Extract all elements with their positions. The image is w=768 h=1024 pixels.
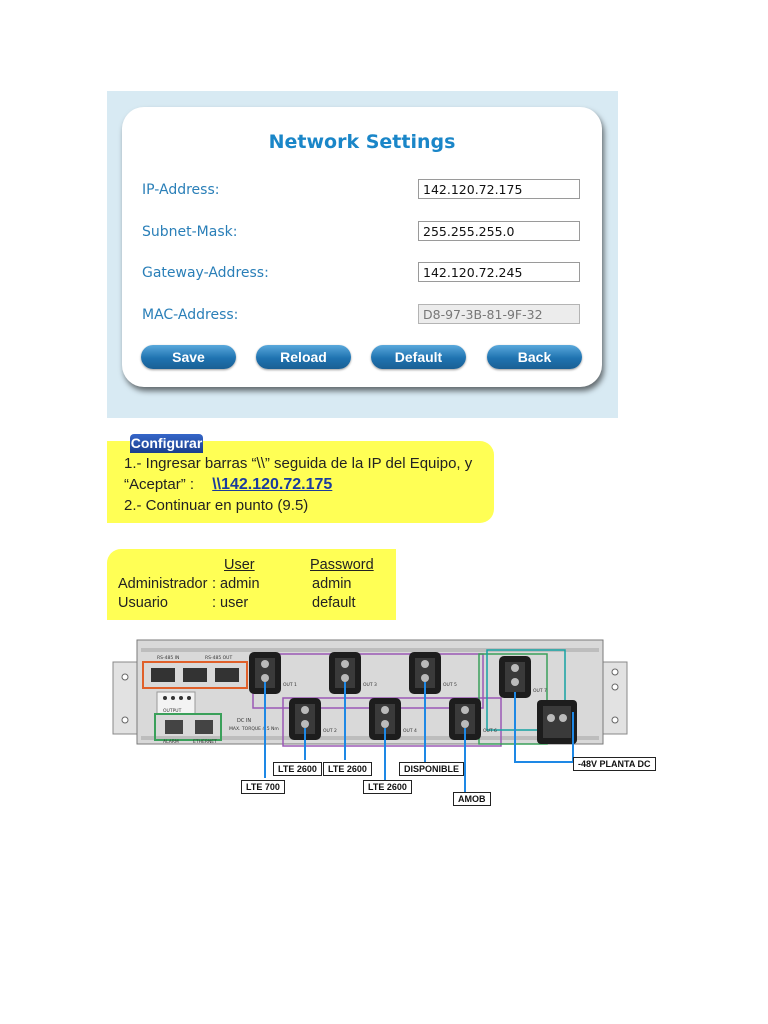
- disponible-label: DISPONIBLE: [399, 762, 465, 776]
- subnet-mask-input[interactable]: 255.255.255.0: [418, 221, 580, 241]
- admin-user: : admin: [212, 576, 260, 592]
- breaker-7: [499, 656, 531, 698]
- rack-unit-illustration: RS-485 IN RS-485 OUT OUTPUT ALARM ETHERN…: [112, 639, 628, 792]
- gateway-address-row: Gateway-Address: 142.120.72.245: [142, 262, 582, 284]
- save-button[interactable]: Save: [141, 345, 236, 369]
- alarm-caption: ALARM: [163, 739, 179, 745]
- configurar-step-2: 2.- Continuar en punto (9.5): [124, 497, 309, 514]
- credentials-box: [107, 549, 396, 620]
- breaker-1: [249, 652, 281, 694]
- reload-button[interactable]: Reload: [256, 345, 351, 369]
- page-title: Network Settings: [268, 131, 456, 153]
- back-button[interactable]: Back: [487, 345, 582, 369]
- subnet-mask-row: Subnet-Mask: 255.255.255.0: [142, 221, 582, 243]
- configurar-step-1b: “Aceptar” : \\142.120.72.175: [124, 476, 332, 494]
- gateway-address-label: Gateway-Address:: [142, 265, 269, 281]
- ethernet-caption: ETHERNET: [193, 739, 217, 745]
- admin-role: Administrador: [118, 576, 208, 592]
- admin-password: admin: [312, 576, 352, 592]
- slot-5-caption: OUT 5: [443, 682, 457, 688]
- network-settings-panel: Network Settings IP-Address: 142.120.72.…: [107, 91, 618, 418]
- subnet-mask-label: Subnet-Mask:: [142, 224, 238, 240]
- mac-address-input: D8-97-3B-81-9F-32: [418, 304, 580, 324]
- power-distribution-diagram: RS-485 IN RS-485 OUT OUTPUT ALARM ETHERN…: [107, 632, 656, 812]
- mac-address-row: MAC-Address: D8-97-3B-81-9F-32: [142, 304, 582, 326]
- amob-label: AMOB: [453, 792, 491, 806]
- lte-2600-label-b: LTE 2600: [323, 762, 372, 776]
- gateway-address-input[interactable]: 142.120.72.245: [418, 262, 580, 282]
- slot-2-caption: OUT 2: [323, 728, 337, 734]
- ip-address-input[interactable]: 142.120.72.175: [418, 179, 580, 199]
- lte-700-label: LTE 700: [241, 780, 285, 794]
- slot-6-caption: OUT 6: [483, 728, 497, 734]
- dc-input-terminal: [537, 700, 577, 744]
- user-header: User: [224, 557, 255, 573]
- mac-address-label: MAC-Address:: [142, 307, 239, 323]
- rs485-in-caption: RS-485 IN: [157, 655, 179, 661]
- output-caption: OUTPUT: [163, 708, 182, 714]
- breaker-3: [329, 652, 361, 694]
- breaker-2: [289, 698, 321, 740]
- lte-2600-label-a: LTE 2600: [273, 762, 322, 776]
- network-settings-card: Network Settings IP-Address: 142.120.72.…: [122, 107, 602, 387]
- user-user: : user: [212, 595, 249, 611]
- user-role: Usuario: [118, 595, 168, 611]
- configurar-step-1: 1.- Ingresar barras “\\” seguida de la I…: [124, 455, 473, 472]
- lte-2600-label-c: LTE 2600: [363, 780, 412, 794]
- slot-7-caption: OUT 7: [533, 688, 547, 694]
- slot-1-caption: OUT 1: [283, 682, 297, 688]
- ip-link[interactable]: \\142.120.72.175: [212, 476, 333, 493]
- password-header: Password: [310, 557, 374, 573]
- configurar-box: [107, 441, 494, 523]
- slot-3-caption: OUT 3: [363, 682, 377, 688]
- slot-4-caption: OUT 4: [403, 728, 417, 734]
- rs485-out-caption: RS-485 OUT: [205, 655, 232, 661]
- planta-dc-label: -48V PLANTA DC: [573, 757, 656, 771]
- ip-address-label: IP-Address:: [142, 182, 220, 198]
- configurar-tag: Configurar: [130, 434, 203, 453]
- torque-caption: MAX. TORQUE 4.5 Nm: [229, 726, 279, 732]
- breaker-6: [449, 698, 481, 740]
- breaker-5: [409, 652, 441, 694]
- ip-address-row: IP-Address: 142.120.72.175: [142, 179, 582, 201]
- aceptar-text: “Aceptar” :: [124, 476, 195, 493]
- dc-in-caption: DC IN: [237, 718, 251, 724]
- breaker-4: [369, 698, 401, 740]
- user-password: default: [312, 595, 356, 611]
- default-button[interactable]: Default: [371, 345, 466, 369]
